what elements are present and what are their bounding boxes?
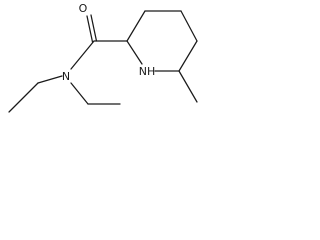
amide-bond (70, 40, 95, 70)
ring-bond-c4-c5 (180, 10, 198, 42)
ring-bond-n1-c2 (126, 40, 143, 65)
carbonyl-bond-2 (90, 14, 98, 42)
methyl-bond (178, 70, 198, 103)
n-ethyl-left-2 (8, 82, 39, 113)
carbonyl-bond-1 (86, 15, 94, 43)
n-ethyl-left-1 (37, 75, 63, 84)
oxygen-atom-label: O (79, 2, 88, 15)
ring-bond-c5-c6 (178, 40, 198, 72)
ring-nitrogen-label: NH (139, 65, 156, 78)
amide-nitrogen-label: N (62, 70, 70, 83)
n-ethyl-right-1 (70, 82, 89, 105)
ring-bond-c2-c3 (126, 10, 146, 42)
chemical-structure: O N NH (8, 2, 198, 113)
